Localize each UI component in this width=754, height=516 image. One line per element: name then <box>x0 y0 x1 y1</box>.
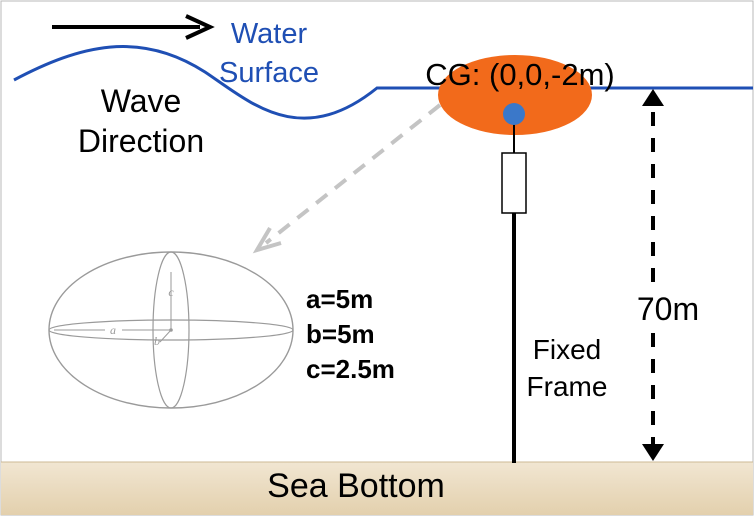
dimension-c-text: c=2.5m <box>306 354 395 384</box>
axis-c-label: c <box>168 285 174 299</box>
water-surface-label-line2: Surface <box>219 57 319 89</box>
sea-bottom-band <box>1 462 753 515</box>
depth-arrow-bottom <box>642 444 664 461</box>
fixed-frame-label-line1: Fixed <box>533 334 601 365</box>
depth-label: 70m <box>637 291 699 327</box>
depth-arrow-top <box>642 89 664 106</box>
wave-direction-label-line1: Wave <box>101 83 182 119</box>
water-surface-line <box>13 45 753 120</box>
water-surface-label-line1: Water <box>231 18 308 50</box>
detail-pointer-line <box>264 103 442 245</box>
buoy-body <box>438 55 592 135</box>
axis-a-label: a <box>110 323 116 337</box>
ellipsoid-sketch <box>48 251 294 409</box>
dimension-a-text: a=5m <box>306 284 373 314</box>
ellipsoid-center <box>169 328 173 332</box>
spring-damper <box>501 152 527 214</box>
axis-b-label: b <box>154 334 160 348</box>
cg-dot <box>503 103 525 125</box>
sea-bottom-label: Sea Bottom <box>267 467 445 505</box>
axis-b-line <box>159 329 172 343</box>
wave-direction-label-line2: Direction <box>78 123 204 159</box>
fixed-frame-label-line2: Frame <box>527 371 608 402</box>
detail-pointer-arrowhead <box>252 226 282 254</box>
dimension-b-text: b=5m <box>306 319 375 349</box>
cg-label: CG: (0,0,-2m) <box>425 57 614 92</box>
wave-direction-arrow-head <box>185 14 215 40</box>
